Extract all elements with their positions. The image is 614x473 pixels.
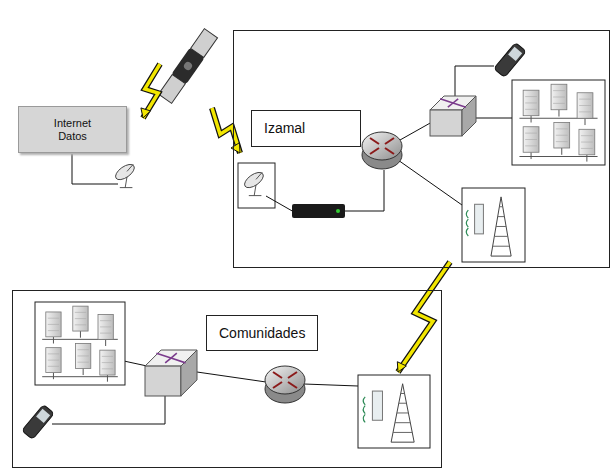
router-icon — [362, 132, 402, 169]
cable-line — [398, 160, 462, 205]
server-icons — [519, 84, 597, 161]
site-region: Izamal — [233, 30, 610, 268]
site-label: Comunidades — [206, 315, 318, 351]
cable-line — [197, 372, 266, 382]
antenna-tower — [462, 188, 525, 262]
tower-icon — [466, 197, 511, 256]
server-group — [35, 302, 125, 385]
switch-icon — [145, 350, 197, 396]
wireless-link — [397, 262, 450, 372]
internet-box: Internet Datos — [18, 106, 127, 153]
cloud-label: Internet Datos — [42, 117, 104, 143]
satellite-icon — [158, 28, 219, 104]
site-region: Comunidades — [12, 290, 442, 468]
cable-line — [266, 196, 294, 212]
cable-line — [400, 122, 432, 140]
modem-led — [336, 209, 340, 213]
phone-icon — [494, 42, 527, 77]
phone-icon — [22, 404, 55, 439]
wireless-link — [141, 64, 160, 118]
cable-line — [476, 118, 512, 119]
switch-icon — [430, 96, 476, 136]
cable-line — [72, 154, 118, 184]
tower-icon — [363, 384, 414, 442]
cable-line — [455, 66, 494, 96]
antenna-tower — [358, 375, 430, 448]
server-icons — [42, 306, 118, 382]
site-label: Izamal — [251, 110, 361, 147]
wireless-link — [212, 108, 240, 153]
dish-box — [238, 163, 275, 208]
cable-line — [52, 396, 165, 424]
cable-line — [304, 384, 358, 386]
cable-line — [345, 170, 384, 211]
router-icon — [265, 366, 305, 403]
dish-antenna — [113, 161, 137, 187]
server-group — [512, 80, 605, 165]
modem-icon — [292, 204, 345, 218]
dish-antenna — [242, 169, 266, 195]
